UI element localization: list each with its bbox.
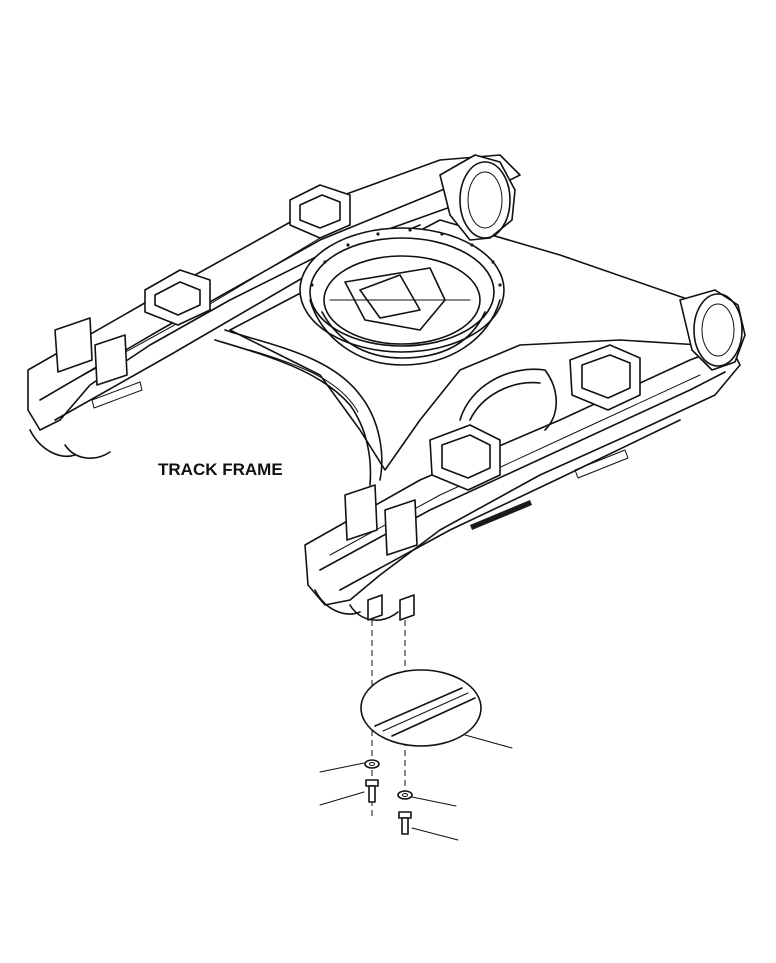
idler-housing-right [679,289,746,371]
idler-housing-top [439,154,516,241]
washer-icon [319,759,457,807]
swing-circle [299,227,505,366]
roller-brackets [144,184,641,491]
cover-plate-icon [360,669,513,749]
bolt-icon [319,779,459,841]
track-frame-label: TRACK FRAME [158,460,283,479]
ring-bolt-holes [310,228,502,287]
track-frame-icon [27,154,746,621]
